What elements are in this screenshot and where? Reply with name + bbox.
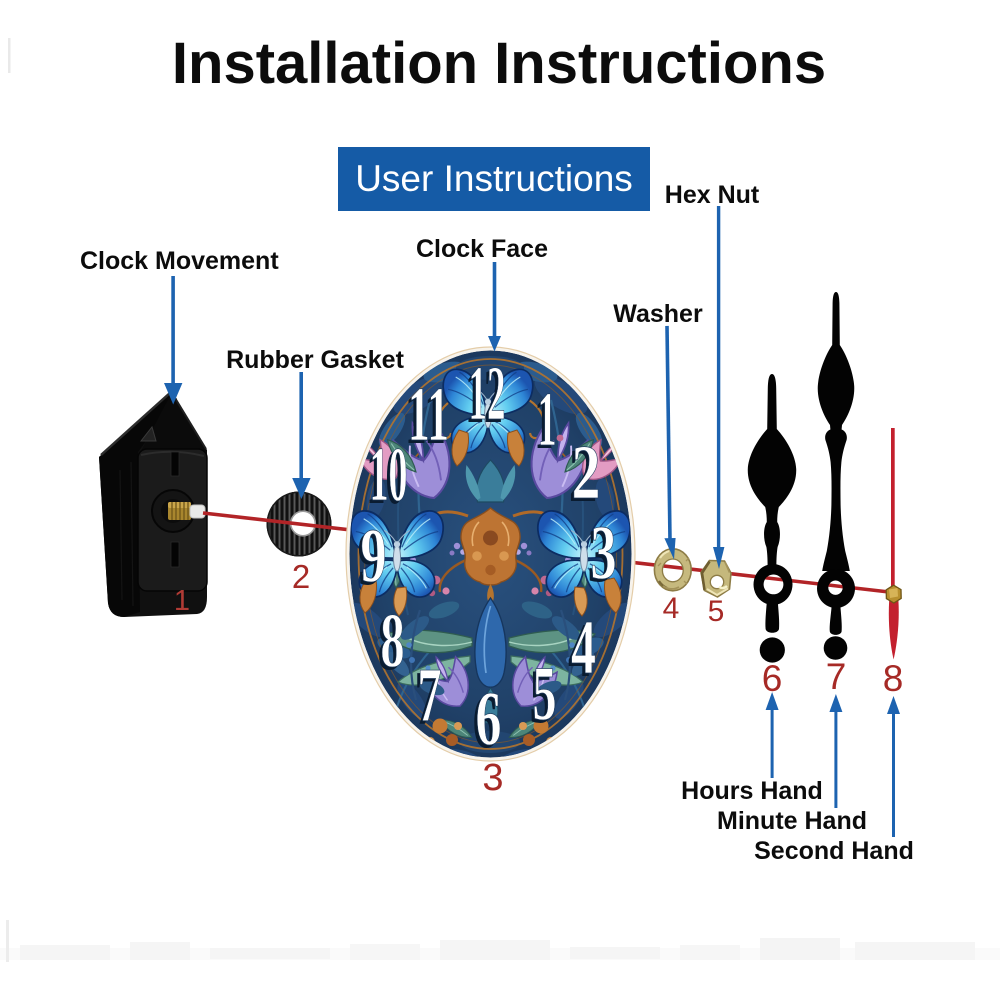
- svg-text:1: 1: [174, 585, 190, 617]
- svg-text:Clock Face: Clock Face: [416, 235, 548, 263]
- svg-text:12: 12: [469, 350, 506, 436]
- svg-text:6: 6: [473, 678, 499, 764]
- svg-text:8: 8: [378, 600, 402, 686]
- svg-text:8: 8: [883, 658, 904, 699]
- svg-text:3: 3: [588, 512, 614, 598]
- svg-text:1: 1: [538, 376, 557, 462]
- svg-text:9: 9: [358, 515, 384, 601]
- svg-text:Installation Instructions: Installation Instructions: [172, 31, 826, 96]
- svg-text:9: 9: [361, 512, 387, 598]
- svg-text:Minute Hand: Minute Hand: [717, 807, 867, 835]
- svg-text:2: 2: [572, 429, 601, 515]
- svg-text:Rubber Gasket: Rubber Gasket: [226, 346, 405, 374]
- svg-text:6: 6: [476, 675, 502, 761]
- svg-text:Washer: Washer: [613, 300, 703, 328]
- svg-text:5: 5: [533, 650, 557, 736]
- svg-text:7: 7: [826, 656, 847, 697]
- svg-text:5: 5: [708, 595, 725, 628]
- svg-text:3: 3: [482, 757, 503, 799]
- svg-text:12: 12: [466, 353, 503, 439]
- svg-text:Hours Hand: Hours Hand: [681, 777, 823, 805]
- svg-text:10: 10: [367, 434, 405, 520]
- svg-text:4: 4: [571, 604, 596, 690]
- svg-text:1: 1: [535, 379, 554, 465]
- svg-text:7: 7: [418, 652, 442, 738]
- svg-text:7: 7: [415, 655, 439, 741]
- svg-text:11: 11: [408, 371, 449, 457]
- svg-text:8: 8: [381, 597, 405, 683]
- svg-text:6: 6: [762, 658, 783, 699]
- svg-text:11: 11: [405, 374, 446, 460]
- svg-text:Hex Nut: Hex Nut: [665, 181, 760, 209]
- svg-text:User Instructions: User Instructions: [355, 158, 633, 199]
- svg-text:2: 2: [292, 558, 310, 595]
- svg-text:2: 2: [569, 432, 598, 518]
- svg-text:4: 4: [663, 592, 680, 625]
- svg-text:4: 4: [568, 607, 593, 693]
- svg-text:3: 3: [591, 509, 617, 595]
- svg-text:Clock Movement: Clock Movement: [80, 247, 279, 275]
- svg-text:5: 5: [530, 653, 554, 739]
- svg-text:Second Hand: Second Hand: [754, 837, 914, 865]
- svg-text:10: 10: [370, 431, 408, 517]
